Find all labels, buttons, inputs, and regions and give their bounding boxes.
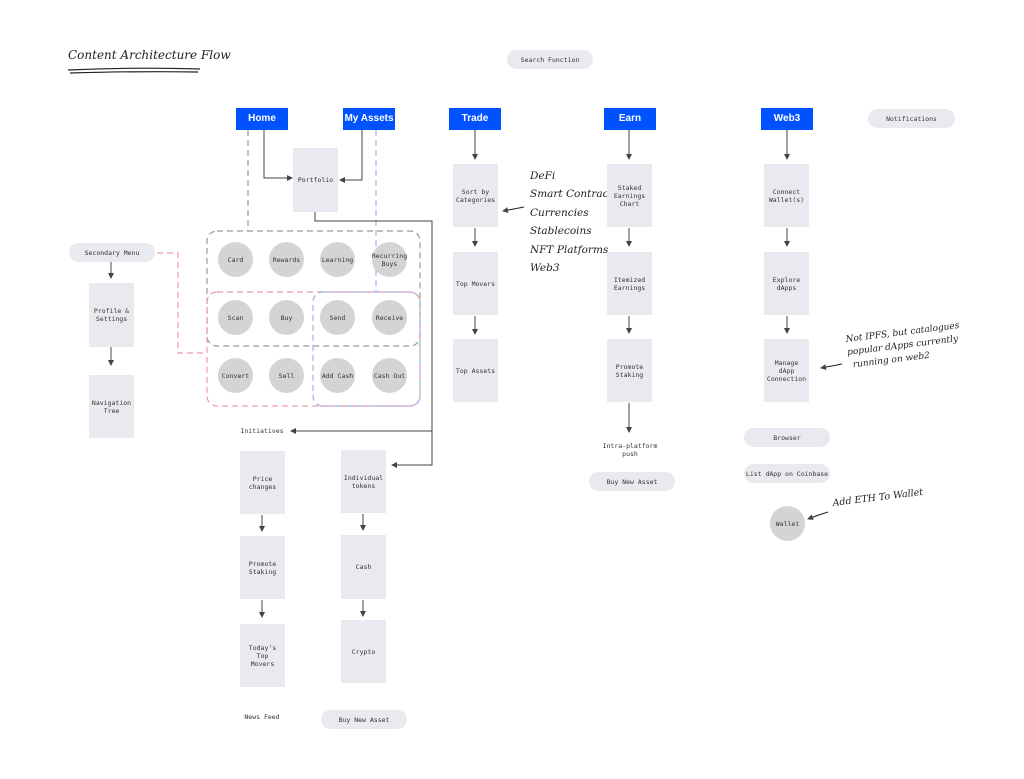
earn-promote-staking-node[interactable]: Promote Staking [607, 339, 652, 402]
cash-out-action[interactable]: Cash Out [372, 358, 407, 393]
add-cash-action[interactable]: Add Cash [320, 358, 355, 393]
tab-web3[interactable]: Web3 [761, 108, 813, 130]
title-underline [67, 67, 201, 74]
ipfs-annotation-arrow [820, 363, 843, 371]
buy-action[interactable]: Buy [269, 300, 304, 335]
recurring-buys-action[interactable]: Recurring Buys [372, 242, 407, 277]
convert-action[interactable]: Convert [218, 358, 253, 393]
connect-wallets-node[interactable]: Connect Wallet(s) [764, 164, 809, 227]
quick-actions-blue-group [312, 291, 421, 407]
receive-action[interactable]: Receive [372, 300, 407, 335]
individual-tokens-node[interactable]: Individual tokens [341, 450, 386, 513]
cash-node[interactable]: Cash [341, 535, 386, 599]
quick-actions-pink-group [206, 291, 421, 407]
wallet-node[interactable]: Wallet [770, 506, 805, 541]
notifications-node[interactable]: Notifications [868, 109, 955, 128]
navigation-tree-node[interactable]: Navigation Tree [89, 375, 134, 438]
staked-earnings-chart-node[interactable]: Staked Earnings Chart [607, 164, 652, 227]
todays-top-movers-node[interactable]: Today's Top Movers [240, 624, 285, 687]
initiatives-label: Initiatives [240, 427, 284, 435]
sell-action[interactable]: Sell [269, 358, 304, 393]
sort-by-categories-node[interactable]: Sort by Categories [453, 164, 498, 227]
scan-action[interactable]: Scan [218, 300, 253, 335]
category-currencies: Currencies [530, 207, 589, 219]
news-feed-label: News Feed [244, 713, 280, 721]
learning-action[interactable]: Learning [320, 242, 355, 277]
explore-dapps-node[interactable]: Explore dApps [764, 252, 809, 315]
trade-top-movers-node[interactable]: Top Movers [453, 252, 498, 315]
category-smart-contracts: Smart Contracts [530, 188, 619, 200]
send-action[interactable]: Send [320, 300, 355, 335]
browser-node[interactable]: Browser [744, 428, 830, 447]
portfolio-node[interactable]: Portfolio [293, 148, 338, 212]
home-to-portfolio-arrow [263, 130, 293, 181]
rewards-action[interactable]: Rewards [269, 242, 304, 277]
page-title: Content Architecture Flow [68, 48, 231, 62]
tab-trade[interactable]: Trade [449, 108, 501, 130]
top-assets-node[interactable]: Top Assets [453, 339, 498, 402]
earn-buy-new-asset-node[interactable]: Buy New Asset [589, 472, 675, 491]
tab-my-assets[interactable]: My Assets [343, 108, 395, 130]
crypto-node[interactable]: Crypto [341, 620, 386, 683]
promote-staking-node[interactable]: Promote Staking [240, 536, 285, 599]
categories-annotation-arrow [502, 206, 525, 214]
assets-to-portfolio-arrow [339, 130, 363, 183]
list-dapp-node[interactable]: List dApp on Coinbase [744, 464, 830, 483]
search-function-node[interactable]: Search Function [507, 50, 593, 69]
category-defi: DeFi [530, 170, 556, 182]
intra-platform-push-label: Intra-platform push [602, 442, 658, 458]
tab-earn[interactable]: Earn [604, 108, 656, 130]
profile-settings-node[interactable]: Profile & Settings [89, 283, 134, 347]
card-action[interactable]: Card [218, 242, 253, 277]
secondary-menu-node[interactable]: Secondary Menu [69, 243, 155, 262]
buy-new-asset-node[interactable]: Buy New Asset [321, 710, 407, 729]
category-stablecoins: Stablecoins [530, 225, 592, 237]
tab-home[interactable]: Home [236, 108, 288, 130]
add-eth-annotation-arrow [807, 511, 829, 520]
category-nft-platforms: NFT Platforms [530, 244, 609, 256]
price-changes-node[interactable]: Price changes [240, 451, 285, 514]
portfolio-branch-line [314, 212, 433, 468]
category-web3: Web3 [530, 262, 560, 274]
secondary-menu-to-actions-dash [157, 252, 207, 354]
manage-dapp-connection-node[interactable]: Manage dApp Connection [764, 339, 809, 402]
itemized-earnings-node[interactable]: Itemized Earnings [607, 252, 652, 315]
